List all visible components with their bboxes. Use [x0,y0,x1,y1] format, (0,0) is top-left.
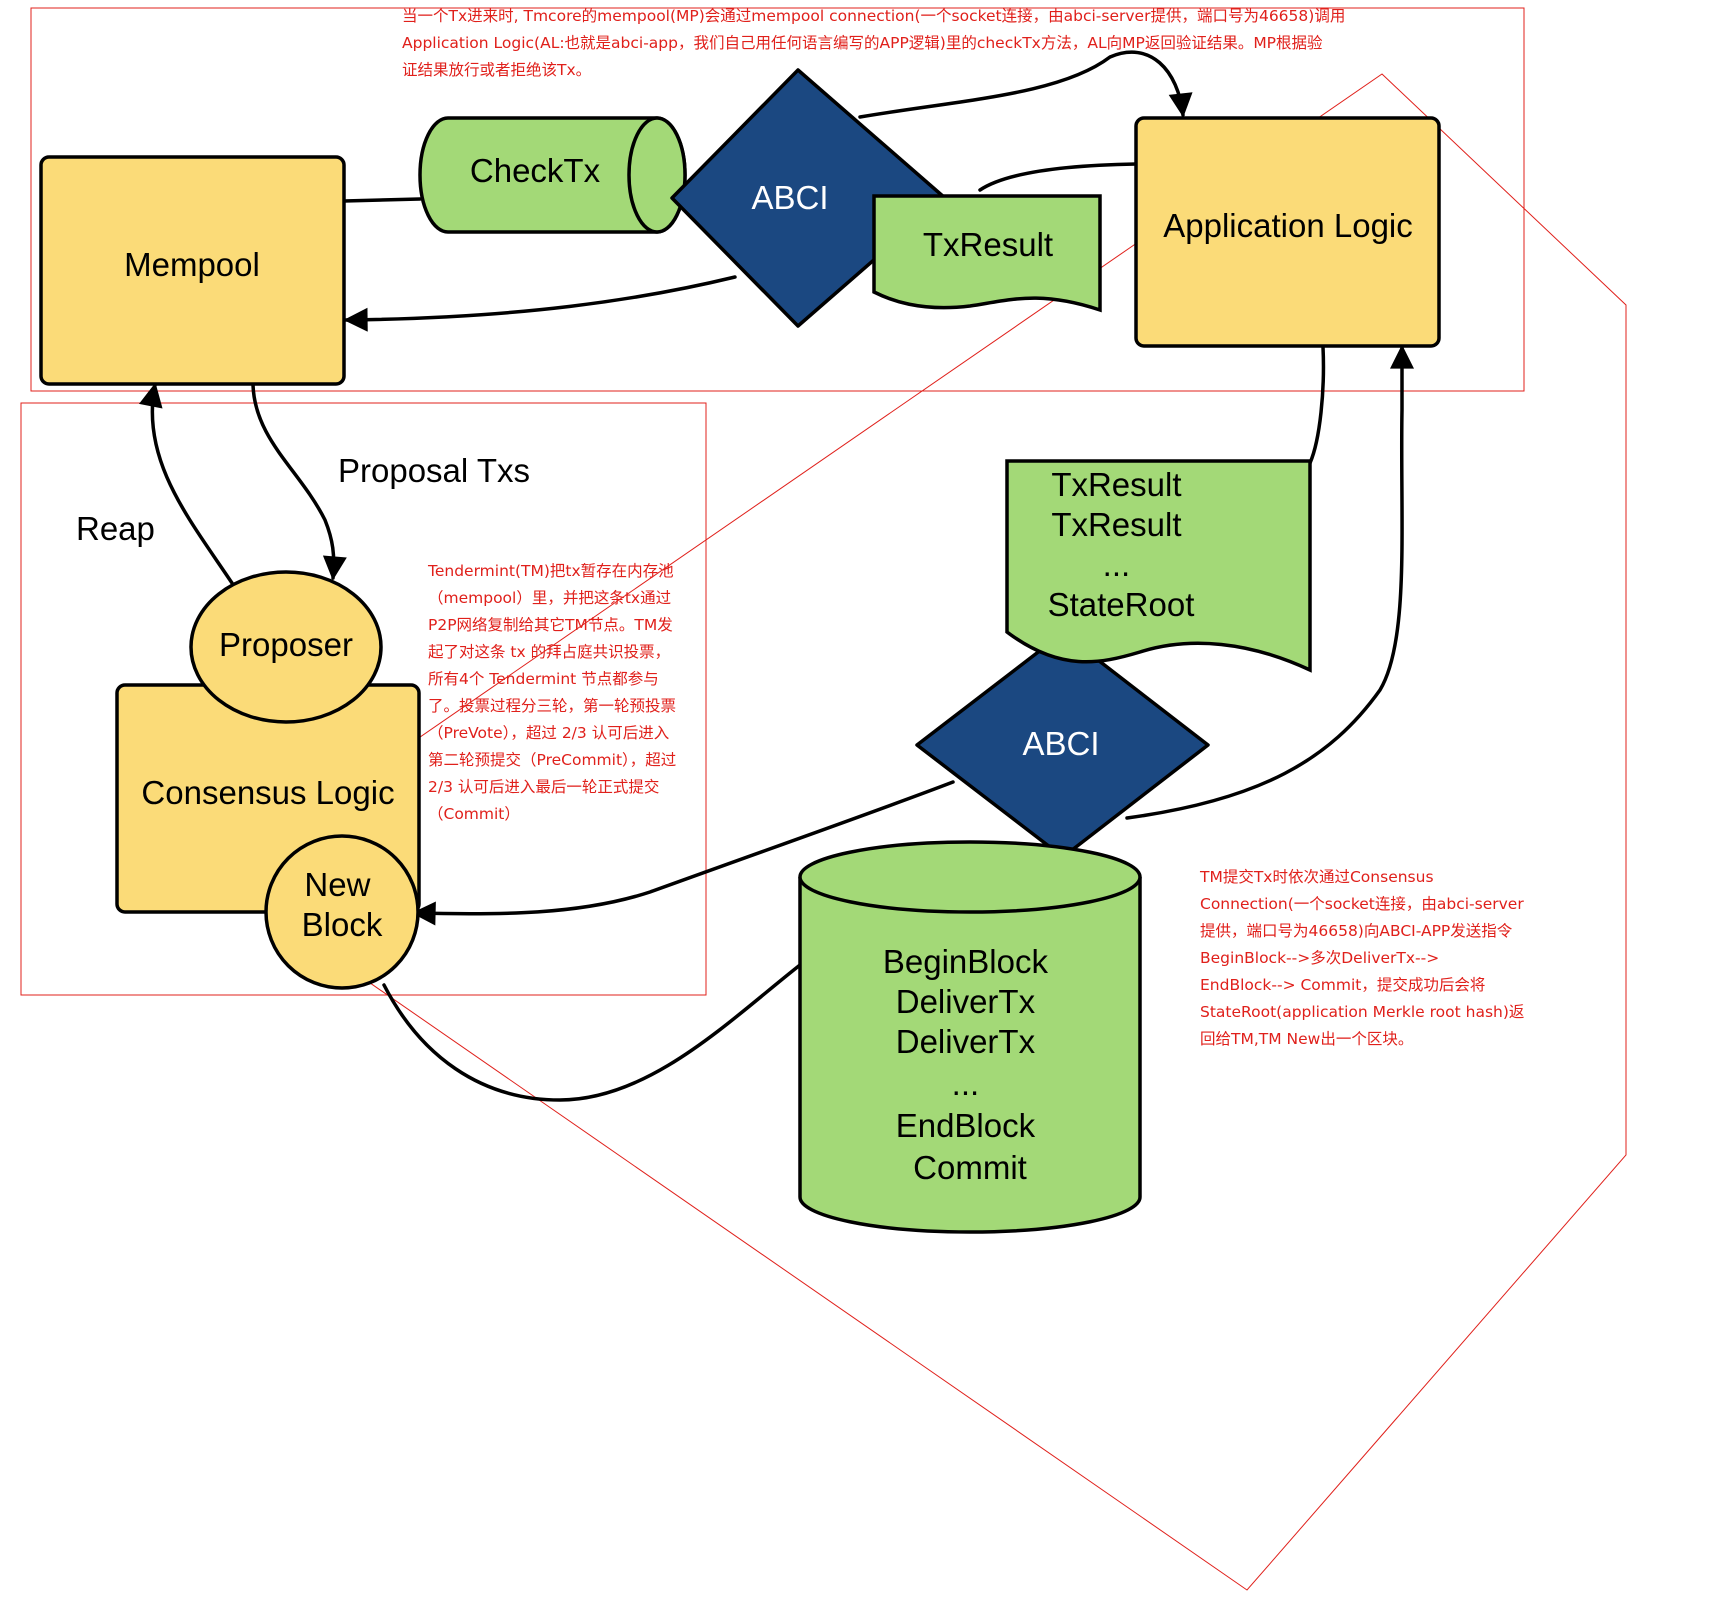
tx-results-document [1005,459,1312,673]
consensus-connection-annotation: TM提交Tx时依次通过Consensus Connection(一个socket… [1200,868,1525,1048]
abci-to-mempool-return-edge [343,275,737,332]
new-block-to-block-db-line [382,963,802,1102]
checktx-cylinder-end [627,116,687,234]
checktx-label: CheckTx [470,152,601,189]
consensus-frame [20,402,707,996]
abci-to-application-logic-edge [858,50,1193,119]
reap-edge [139,382,234,585]
abci-to-application-logic-return-edge [1125,344,1414,820]
application-logic-to-tx-results-line [1308,345,1326,465]
mempool-to-checktx-line [342,197,422,203]
tx-results-line-3: ... [1103,546,1131,583]
new-block-label: New Block [302,866,383,943]
block-db-cylinder [798,877,1142,1234]
block-db-label: BeginBlock DeliverTx DeliverTx ... EndBl… [883,943,1057,1186]
block-db-line-4: ... [952,1065,980,1102]
consensus-logic-label: Consensus Logic [141,774,394,811]
tx-results-label: TxResult TxResult ... StateRoot [1048,466,1195,623]
proposer-ellipse [189,570,383,724]
abci-label-bottom: ABCI [1022,725,1099,762]
block-db-line-6: Commit [913,1149,1027,1186]
tx-results-line-2: TxResult [1051,506,1181,543]
proposer-label: Proposer [219,626,353,663]
mempool-label: Mempool [124,246,260,283]
new-block-circle [264,834,420,990]
abci-diamond-top [670,68,947,328]
mempool-connection-annotation: 当一个Tx进来时, Tmcore的mempool(MP)会通过mempool c… [402,7,1346,79]
mempool-box [39,155,346,386]
application-logic-to-txresult-line [978,162,1138,192]
mempool-connection-frame [30,7,1525,392]
reap-label: Reap [76,510,155,547]
block-db-line-3: DeliverTx [896,1023,1036,1060]
abci-label-top: ABCI [751,179,828,216]
application-logic-box [1134,116,1441,348]
tx-results-line-4: StateRoot [1048,586,1195,623]
new-block-label-line-2: Block [302,906,383,943]
application-logic-label: Application Logic [1163,207,1413,244]
new-block-label-line-1: New [304,866,370,903]
proposal-txs-edge [251,383,347,581]
tx-results-line-1: TxResult [1051,466,1181,503]
block-db-line-2: DeliverTx [896,983,1036,1020]
block-db-line-5: EndBlock [896,1107,1036,1144]
abci-to-new-block-edge [411,780,955,926]
consensus-vote-annotation: Tendermint(TM)把tx暂存在内存池 （mempool）里，并把这条t… [428,562,677,823]
txresult-label-top: TxResult [923,226,1053,263]
block-db-cylinder-top [798,840,1142,914]
proposal-txs-label: Proposal Txs [338,452,530,489]
block-db-line-1: BeginBlock [883,943,1049,980]
txresult-document-top [872,194,1102,313]
